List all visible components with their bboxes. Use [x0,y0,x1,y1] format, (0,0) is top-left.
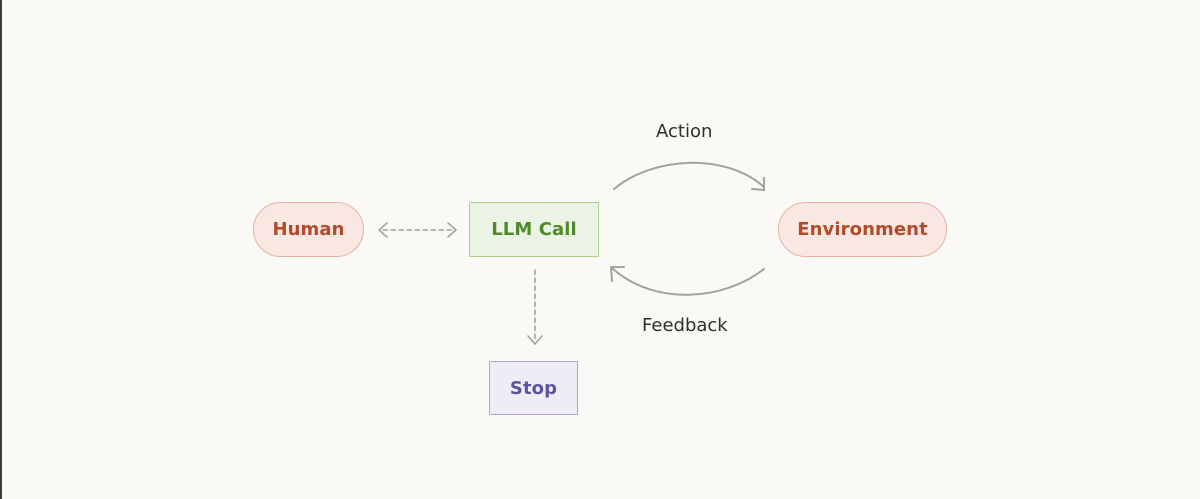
feedback-arrow [610,266,765,296]
right-arrowhead [447,222,457,238]
action-arrow [613,161,765,191]
human-llm-connector [378,222,457,238]
action-label: Action [656,121,713,142]
stop-node: Stop [489,361,578,415]
feedback-label: Feedback [642,315,728,336]
environment-node: Environment [778,202,947,257]
llm-call-node: LLM Call [469,202,599,257]
left-arrowhead [378,222,388,238]
feedback-arc [611,267,765,296]
llm-stop-connector [527,269,543,345]
human-node-label: Human [272,219,345,240]
action-arrowhead [751,177,765,191]
left-border [0,0,2,499]
down-arrowhead [527,335,543,345]
feedback-arrowhead [610,266,625,282]
stop-node-label: Stop [509,377,558,399]
llm-call-node-label: LLM Call [491,219,577,240]
human-node: Human [253,202,364,257]
environment-node-label: Environment [797,219,928,240]
action-arc [613,161,765,190]
